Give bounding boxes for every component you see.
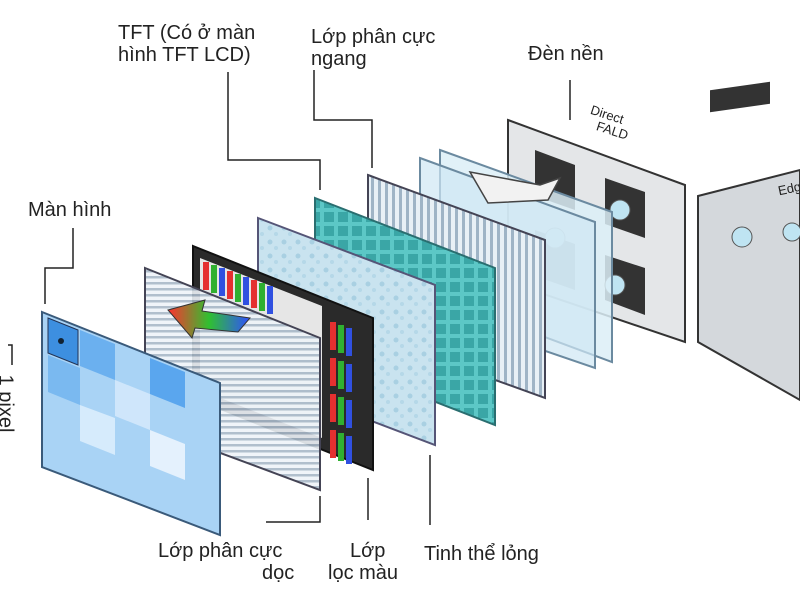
label-liquid-crystal: Tinh thể lỏng: [424, 543, 539, 565]
color-subpixels: [203, 262, 352, 464]
label-vertical-polarizer-line2: dọc: [262, 562, 295, 584]
label-color-filter-line2: lọc màu: [328, 562, 399, 584]
label-horizontal-polarizer-line2: ngang: [311, 48, 367, 70]
screen-layer: [41, 310, 221, 537]
label-horizontal-polarizer-line1: Lớp phân cực: [311, 26, 436, 48]
label-screen: Màn hình: [28, 199, 112, 221]
label-color-filter-line1: Lớp: [350, 540, 386, 562]
label-one-pixel: 1 pixel: [0, 375, 17, 433]
leader-lines: [8, 70, 571, 525]
edge-backlight-panel: [697, 81, 800, 402]
rgb-light-arrow: [167, 299, 251, 340]
label-tft-line2: hình TFT LCD): [118, 44, 251, 66]
label-vertical-polarizer-line1: Lớp phân cực: [158, 540, 283, 562]
label-tft-line1: TFT (Có ở màn: [118, 22, 256, 44]
label-backlight: Đèn nền: [528, 43, 604, 65]
